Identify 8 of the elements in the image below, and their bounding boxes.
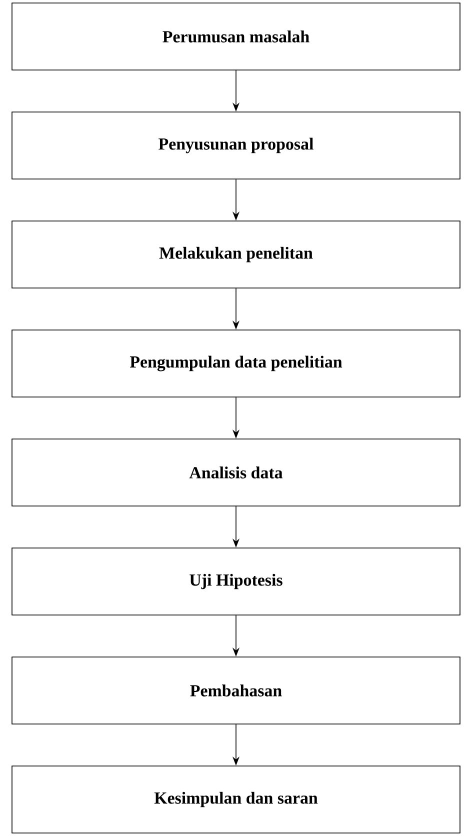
process-box: Melakukan penelitan	[12, 220, 460, 288]
process-box: Uji Hipotesis	[12, 548, 460, 616]
process-box: Penyusunan proposal	[12, 112, 460, 180]
process-box: Pembahasan	[12, 656, 460, 724]
process-box: Kesimpulan dan saran	[12, 766, 460, 834]
process-box: Pengumpulan data penelitian	[12, 330, 460, 398]
process-box: Perumusan masalah	[12, 2, 460, 70]
process-box: Analisis data	[12, 438, 460, 506]
